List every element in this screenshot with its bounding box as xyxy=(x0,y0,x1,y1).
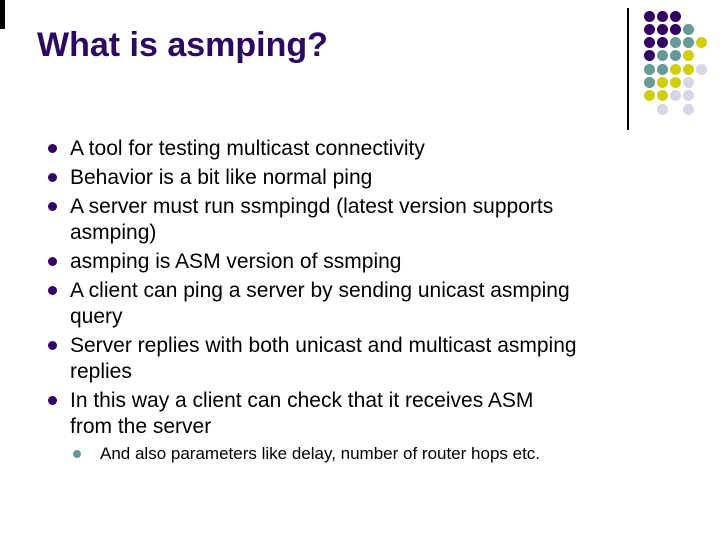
bullet-item: A tool for testing multicast connectivit… xyxy=(44,136,694,162)
bullet-text-line: query xyxy=(70,305,123,328)
bullet-item: Server replies with both unicast and mul… xyxy=(44,333,694,385)
deco-dot-teal-icon xyxy=(643,63,655,75)
deco-dot-teal-icon xyxy=(669,37,681,49)
deco-dot-purple-icon xyxy=(643,10,655,22)
deco-dot-gray-icon xyxy=(682,90,694,102)
bullet-text-line: from the server xyxy=(70,415,212,438)
bullet-dot-icon xyxy=(48,257,57,266)
deco-dot-purple-icon xyxy=(643,50,655,62)
deco-dot-gray-icon xyxy=(695,63,707,75)
bullet-text-line: A client can ping a server by sending un… xyxy=(70,279,570,302)
deco-dot-teal-icon xyxy=(682,23,694,35)
slide-title: What is asmping? xyxy=(37,26,328,64)
bullet-dot-icon xyxy=(48,286,57,295)
bullet-text-line: In this way a client can check that it r… xyxy=(70,389,534,412)
deco-dot-yellow-icon xyxy=(695,37,707,49)
deco-dot-teal-icon xyxy=(643,77,655,88)
bullet-item: asmping is ASM version of ssmping xyxy=(44,249,694,275)
bullet-text-line: Server replies with both unicast and mul… xyxy=(70,334,577,357)
bullet-item: Behavior is a bit like normal ping xyxy=(44,165,694,191)
bullet-dot-icon xyxy=(48,396,57,405)
deco-vertical-line xyxy=(627,8,629,130)
deco-dot-yellow-icon xyxy=(682,50,694,62)
deco-dot-teal-icon xyxy=(669,50,681,62)
deco-dot-purple-icon xyxy=(643,23,655,35)
bullet-text-line: asmping) xyxy=(70,221,157,244)
deco-dot-gray-icon xyxy=(669,90,681,102)
deco-dot-yellow-icon xyxy=(656,90,668,102)
deco-dot-purple-icon xyxy=(656,10,668,22)
deco-dot-gray-icon xyxy=(682,103,694,115)
sub-bullet-text-line: And also parameters like delay, number o… xyxy=(100,444,541,463)
bullet-dot-icon xyxy=(48,173,57,182)
bullet-dot-icon xyxy=(48,202,57,211)
sub-bullet-item: And also parameters like delay, number o… xyxy=(44,443,694,465)
deco-dot-teal-icon xyxy=(656,50,668,62)
bullet-item: A server must run ssmpingd (latest versi… xyxy=(44,194,694,246)
bullet-text-line: A tool for testing multicast connectivit… xyxy=(70,137,425,160)
bullet-text-line: Behavior is a bit like normal ping xyxy=(70,166,373,189)
deco-dot-yellow-icon xyxy=(669,63,681,75)
deco-dot-gray-icon xyxy=(656,103,668,115)
bullet-list: A tool for testing multicast connectivit… xyxy=(44,136,694,465)
deco-dot-yellow-icon xyxy=(643,90,655,102)
bullet-dot-icon xyxy=(48,144,57,153)
deco-dot-teal-icon xyxy=(656,63,668,75)
deco-dot-yellow-icon xyxy=(669,77,681,88)
bullet-text-line: replies xyxy=(70,360,132,383)
deco-dot-purple-icon xyxy=(669,23,681,35)
bullet-text-line: asmping is ASM version of ssmping xyxy=(70,250,402,273)
deco-dot-purple-icon xyxy=(643,37,655,49)
deco-dot-purple-icon xyxy=(656,37,668,49)
deco-dot-yellow-icon xyxy=(656,77,668,88)
bullet-dot-icon xyxy=(48,341,57,350)
sub-bullet-dot-icon xyxy=(73,450,81,458)
deco-dot-yellow-icon xyxy=(682,63,694,75)
deco-dot-purple-icon xyxy=(656,23,668,35)
bullet-item: In this way a client can check that it r… xyxy=(44,388,694,440)
deco-dot-gray-icon xyxy=(682,77,694,88)
bullet-text-line: A server must run ssmpingd (latest versi… xyxy=(70,195,554,218)
deco-dot-teal-icon xyxy=(682,37,694,49)
corner-artifact xyxy=(0,0,5,29)
deco-dot-purple-icon xyxy=(669,10,681,22)
bullet-item: A client can ping a server by sending un… xyxy=(44,278,694,330)
